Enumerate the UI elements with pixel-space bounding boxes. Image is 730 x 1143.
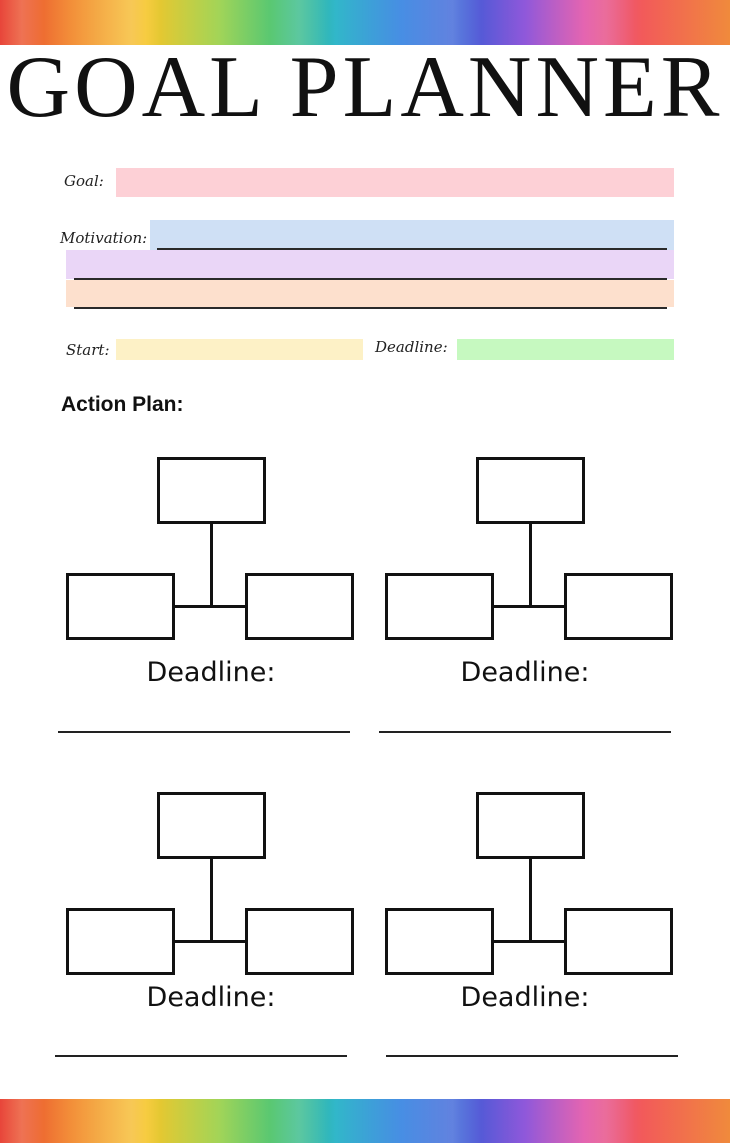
goal-label: Goal:	[64, 172, 104, 190]
connector-horizontal	[173, 940, 247, 943]
action-tree	[65, 457, 365, 647]
block-deadline-line[interactable]	[386, 1055, 678, 1057]
action-box-top[interactable]	[476, 792, 585, 859]
start-field[interactable]	[116, 339, 363, 360]
action-box-top[interactable]	[476, 457, 585, 524]
action-box-right[interactable]	[245, 908, 354, 975]
action-box-left[interactable]	[66, 573, 175, 640]
connector-vertical	[529, 523, 532, 607]
action-box-left[interactable]	[66, 908, 175, 975]
block-deadline-label: Deadline:	[146, 982, 276, 1013]
deadline-field[interactable]	[457, 339, 674, 360]
motivation-underline-2	[74, 278, 667, 280]
action-box-left[interactable]	[385, 908, 494, 975]
motivation-field-line-1[interactable]	[150, 220, 674, 250]
block-deadline-label: Deadline:	[146, 657, 276, 688]
action-box-right[interactable]	[564, 573, 673, 640]
connector-horizontal	[492, 605, 566, 608]
rainbow-footer-band	[0, 1099, 730, 1143]
motivation-field-line-2[interactable]	[66, 250, 674, 279]
motivation-underline-3	[74, 307, 667, 309]
motivation-underline-1	[157, 248, 667, 250]
block-deadline-label: Deadline:	[460, 657, 590, 688]
connector-horizontal	[173, 605, 247, 608]
action-tree	[385, 457, 685, 647]
block-deadline-line[interactable]	[379, 731, 671, 733]
action-box-right[interactable]	[245, 573, 354, 640]
connector-vertical	[210, 523, 213, 607]
motivation-field-line-3[interactable]	[66, 280, 674, 307]
block-deadline-line[interactable]	[58, 731, 350, 733]
connector-horizontal	[492, 940, 566, 943]
deadline-label: Deadline:	[375, 338, 448, 356]
block-deadline-label: Deadline:	[460, 982, 590, 1013]
page-title: GOAL PLANNER	[6, 39, 724, 136]
start-label: Start:	[66, 341, 110, 359]
connector-vertical	[210, 858, 213, 942]
action-tree	[385, 792, 685, 982]
motivation-label: Motivation:	[60, 229, 148, 247]
action-plan-heading: Action Plan:	[61, 393, 184, 416]
rainbow-header-band	[0, 0, 730, 45]
block-deadline-line[interactable]	[55, 1055, 347, 1057]
action-tree	[65, 792, 365, 982]
action-box-left[interactable]	[385, 573, 494, 640]
goal-field[interactable]	[116, 168, 674, 197]
action-box-right[interactable]	[564, 908, 673, 975]
action-box-top[interactable]	[157, 792, 266, 859]
connector-vertical	[529, 858, 532, 942]
action-box-top[interactable]	[157, 457, 266, 524]
